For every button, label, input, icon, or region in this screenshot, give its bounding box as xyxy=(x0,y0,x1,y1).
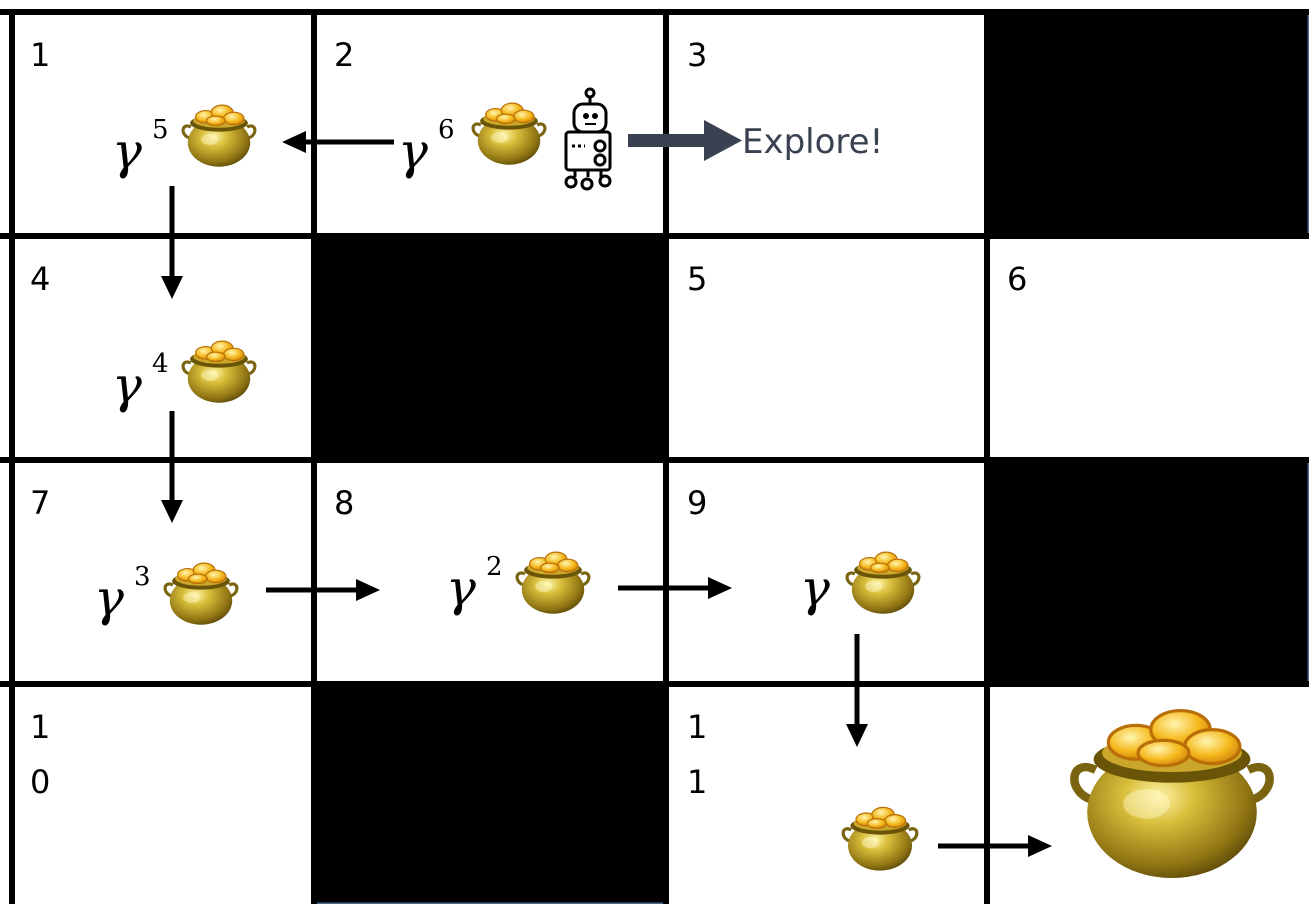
cell-label: 6 xyxy=(1007,260,1027,298)
arrow-down xyxy=(846,634,868,747)
gamma-symbol: γ xyxy=(446,559,476,617)
gold-pot-icon xyxy=(181,103,257,169)
cell-label: 1 xyxy=(687,708,707,746)
arrow-right xyxy=(266,579,380,601)
cell-label: 0 xyxy=(30,763,50,801)
cell-label: 2 xyxy=(334,36,354,74)
gamma-exponent: 4 xyxy=(152,349,169,379)
gamma-exponent: 5 xyxy=(152,115,169,145)
wall-cell xyxy=(986,459,1309,685)
discount-labels: γ 6 γ 5 γ 4 γ 3 γ 2 γ xyxy=(94,115,830,627)
explore-arrow xyxy=(628,120,742,161)
cell-label: 7 xyxy=(30,484,50,522)
cell-label: 8 xyxy=(334,484,354,522)
gamma-symbol: γ xyxy=(800,559,830,617)
gold-pot-icon xyxy=(163,561,239,627)
grid-lines xyxy=(0,9,1309,904)
cell-label: 3 xyxy=(687,36,707,74)
arrow-right xyxy=(618,577,732,599)
arrow-right xyxy=(938,835,1052,857)
gamma-symbol: γ xyxy=(94,569,124,627)
large-gold-pot-icon xyxy=(1074,711,1269,878)
robot-icon xyxy=(564,87,612,191)
cell-label: 4 xyxy=(30,260,50,298)
gold-pot-icon xyxy=(471,101,547,167)
gold-pot-icon xyxy=(841,805,919,873)
gamma-symbol: γ xyxy=(398,122,428,180)
cell-label: 1 xyxy=(30,36,50,74)
cell-label: 5 xyxy=(687,260,707,298)
wall-cell xyxy=(313,235,667,461)
gold-pot-icon xyxy=(515,550,591,616)
path-arrows xyxy=(161,131,1052,857)
gamma-symbol: γ xyxy=(112,122,142,180)
gamma-exponent: 3 xyxy=(134,562,151,592)
arrow-down xyxy=(161,411,183,523)
arrow-down xyxy=(161,186,183,299)
wall-cell xyxy=(986,10,1309,237)
gold-pot-icon xyxy=(845,550,921,616)
explore-label: Explore! xyxy=(742,122,883,162)
cell-label: 1 xyxy=(687,763,707,801)
walls xyxy=(313,10,1309,904)
cell-labels: 1 2 3 4 5 6 7 8 9 1 0 1 1 xyxy=(30,36,1027,801)
gold-pot-icon xyxy=(181,339,257,405)
gamma-exponent: 2 xyxy=(486,552,503,582)
cell-label: 1 xyxy=(30,708,50,746)
gamma-exponent: 6 xyxy=(438,115,455,145)
cell-label: 9 xyxy=(687,484,707,522)
arrow-left xyxy=(282,131,394,153)
wall-cell xyxy=(313,683,667,904)
gamma-symbol: γ xyxy=(112,356,142,414)
